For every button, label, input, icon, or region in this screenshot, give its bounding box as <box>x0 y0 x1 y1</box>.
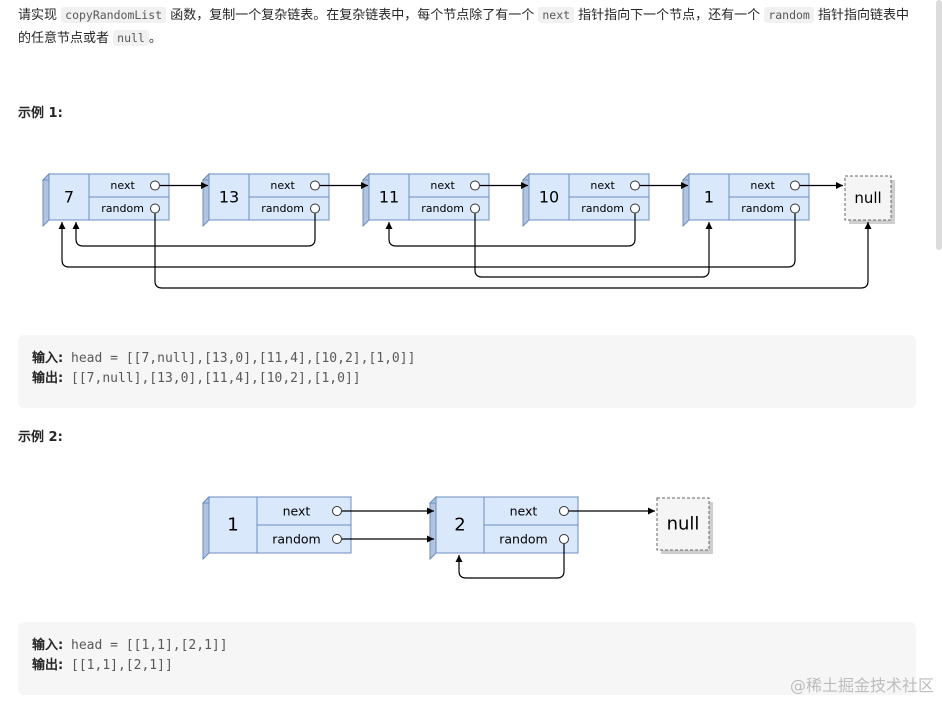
scrollbar[interactable] <box>936 0 942 250</box>
random-label: random <box>499 532 547 547</box>
random-pointer-dot <box>790 203 800 214</box>
null-label: null <box>667 514 700 535</box>
list-node-7: 7 next random <box>41 172 171 228</box>
node-value: 7 <box>64 188 74 207</box>
example-2-output-value: [[1,1],[2,1]] <box>63 658 173 673</box>
random-label: random <box>101 202 144 215</box>
watermark: @稀土掘金技术社区 <box>789 676 934 695</box>
next-label: next <box>590 179 615 192</box>
node-value: 11 <box>379 188 399 207</box>
next-label: next <box>110 179 135 192</box>
list-node-10: 10 next random <box>521 172 651 228</box>
next-pointer-dot <box>150 180 160 191</box>
random-label: random <box>261 202 304 215</box>
intro-text-3: 指针指向下一个节点，还有一个 <box>574 8 765 23</box>
example-1-diagram: 7 next random 13 next random 11 next random 10 nex… <box>41 172 895 289</box>
example-1-output-label: 输出: <box>32 371 64 386</box>
intro-text-5: 。 <box>148 31 162 46</box>
next-pointer-dot <box>559 506 569 516</box>
example-2-input-value: head = [[1,1],[2,1]] <box>63 638 228 653</box>
random-arrow <box>154 213 872 289</box>
node-value: 13 <box>219 188 239 207</box>
list-node-1: 1 next random <box>681 172 811 228</box>
next-label: next <box>750 179 775 192</box>
null-label: null <box>854 189 881 207</box>
list-node-2: 2 next random <box>428 495 580 561</box>
random-label: random <box>272 532 320 547</box>
random-label: random <box>421 202 464 215</box>
node-value: 10 <box>539 188 559 207</box>
next-pointer-dot <box>332 506 342 516</box>
example-2-title: 示例 2: <box>18 430 63 445</box>
example-1-output-value: [[7,null],[13,0],[11,4],[10,2],[1,0]] <box>63 371 361 386</box>
next-pointer-dot <box>790 180 800 191</box>
inline-code-function: copyRandomList <box>61 7 167 23</box>
example-2-input-label: 输入: <box>32 638 64 653</box>
next-pointer-dot <box>470 180 480 191</box>
random-pointer-dot <box>150 203 160 214</box>
next-pointer-dot <box>630 180 640 191</box>
example-1-code-block: 输入: head = [[7,null],[13,0],[11,4],[10,2… <box>18 335 916 408</box>
example-2-code-block: 输入: head = [[1,1],[2,1]] 输出: [[1,1],[2,1… <box>18 622 916 695</box>
next-label: next <box>283 504 311 519</box>
problem-description: 请实现 copyRandomList 函数，复制一个复杂链表。在复杂链表中，每个… <box>18 4 918 50</box>
random-pointer-dot <box>630 203 640 214</box>
random-arrow <box>385 213 636 247</box>
list-node-13: 13 next random <box>201 172 331 228</box>
example-1-input-label: 输入: <box>32 351 64 366</box>
random-arrow <box>72 213 316 247</box>
random-pointer-dot <box>559 534 569 544</box>
random-pointer-dot <box>332 534 342 544</box>
random-arrow <box>474 213 713 278</box>
next-pointer-dot <box>310 180 320 191</box>
random-pointer-dot <box>310 203 320 214</box>
inline-code-null: null <box>113 30 149 46</box>
node-value: 2 <box>454 515 465 536</box>
intro-text-1: 请实现 <box>18 8 62 23</box>
random-pointer-dot <box>470 203 480 214</box>
next-label: next <box>430 179 455 192</box>
example-1-input-value: head = [[7,null],[13,0],[11,4],[10,2],[1… <box>63 351 416 366</box>
random-label: random <box>741 202 784 215</box>
inline-code-next: next <box>538 7 575 23</box>
null-node: null <box>656 497 713 554</box>
example-2-diagram: 1 next random 2 next random null <box>201 495 713 579</box>
next-label: next <box>510 504 538 519</box>
list-node-1: 1 next random <box>201 495 353 561</box>
random-arrow <box>58 213 796 268</box>
list-node-11: 11 next random <box>361 172 491 228</box>
example-2-output-label: 输出: <box>32 658 64 673</box>
random-label: random <box>581 202 624 215</box>
node-value: 1 <box>227 515 238 536</box>
inline-code-random: random <box>764 7 814 23</box>
node-value: 1 <box>704 188 714 207</box>
next-label: next <box>270 179 295 192</box>
null-node: null <box>844 175 895 224</box>
example-1-title: 示例 1: <box>18 106 63 121</box>
intro-text-2: 函数，复制一个复杂链表。在复杂链表中，每个节点除了有一个 <box>166 8 539 23</box>
random-arrow <box>455 544 565 579</box>
intro-text-4: 指针指向链表中的任意节点或者 <box>18 8 909 46</box>
